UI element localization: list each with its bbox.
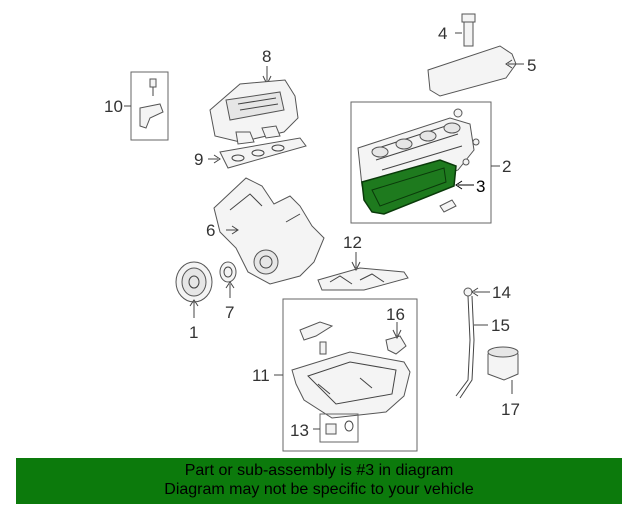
callout-4: 4 <box>438 24 447 43</box>
part-13-drain-plug[interactable] <box>313 413 359 443</box>
highlight-gasket <box>361 159 457 215</box>
part-9-intake-gasket[interactable] <box>208 137 307 169</box>
callout-12: 12 <box>343 233 362 252</box>
part-1-crank-pulley[interactable] <box>175 261 213 318</box>
part-17-oil-filter[interactable] <box>487 346 519 394</box>
callout-2: 2 <box>502 157 511 176</box>
callout-8: 8 <box>262 47 271 66</box>
part-11-oil-pan-box[interactable] <box>274 298 418 452</box>
part-12-baffle[interactable] <box>317 252 409 291</box>
callout-3: 3 <box>476 177 485 196</box>
callout-14: 14 <box>492 283 511 302</box>
part-14-15-dipstick[interactable] <box>455 287 490 399</box>
part-6-timing-cover[interactable] <box>213 177 325 285</box>
part-10-sensor[interactable] <box>124 71 169 141</box>
callout-16: 16 <box>386 305 405 324</box>
callout-15: 15 <box>491 316 510 335</box>
part-7-seal[interactable] <box>219 261 237 298</box>
callout-10: 10 <box>104 97 123 116</box>
part-8-intake-manifold[interactable] <box>209 66 299 145</box>
callout-5: 5 <box>527 56 536 75</box>
part-16-bracket[interactable] <box>385 322 407 355</box>
part-4-filler-cap[interactable] <box>455 13 476 47</box>
callout-6: 6 <box>206 221 215 240</box>
callout-7: 7 <box>225 303 234 322</box>
banner-line-1: Part or sub-assembly is #3 in diagram <box>184 462 454 479</box>
part-5-cover[interactable] <box>427 45 524 97</box>
callout-1: 1 <box>189 323 198 342</box>
callout-11: 11 <box>252 366 270 385</box>
callout-17: 17 <box>501 400 520 419</box>
banner-line-2: Diagram may not be specific to your vehi… <box>164 481 474 498</box>
part-3-valve-cover-gasket-highlighted[interactable] <box>361 159 474 215</box>
info-banner: Part or sub-assembly is #3 in diagram Di… <box>16 458 622 504</box>
callout-13: 13 <box>290 421 309 440</box>
callout-9: 9 <box>194 150 203 169</box>
